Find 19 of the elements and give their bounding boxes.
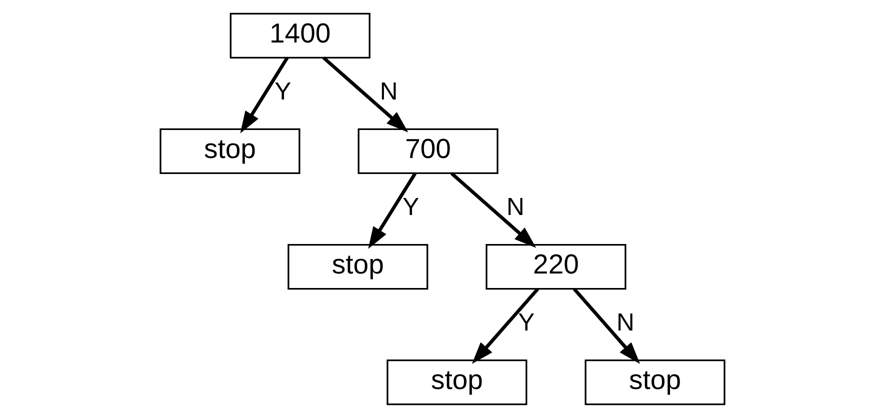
edge-label: Y — [518, 310, 534, 337]
node-box: 1400 — [229, 12, 370, 59]
node-box: stop — [287, 244, 428, 290]
arrow — [322, 56, 408, 132]
node-box: stop — [386, 360, 527, 406]
edge-label: Y — [402, 194, 419, 222]
node-box: stop — [159, 128, 300, 174]
node-box: 220 — [485, 244, 626, 290]
arrow — [572, 288, 640, 364]
arrow — [471, 288, 539, 364]
node-box: 700 — [357, 128, 498, 174]
arrow — [240, 56, 288, 134]
edge-label: N — [616, 310, 634, 337]
edge-label: N — [379, 78, 398, 106]
edge-label: Y — [274, 78, 291, 106]
node-box: stop — [584, 360, 725, 406]
arrow — [368, 172, 416, 249]
arrow — [450, 172, 536, 248]
edge-label: N — [506, 194, 524, 222]
